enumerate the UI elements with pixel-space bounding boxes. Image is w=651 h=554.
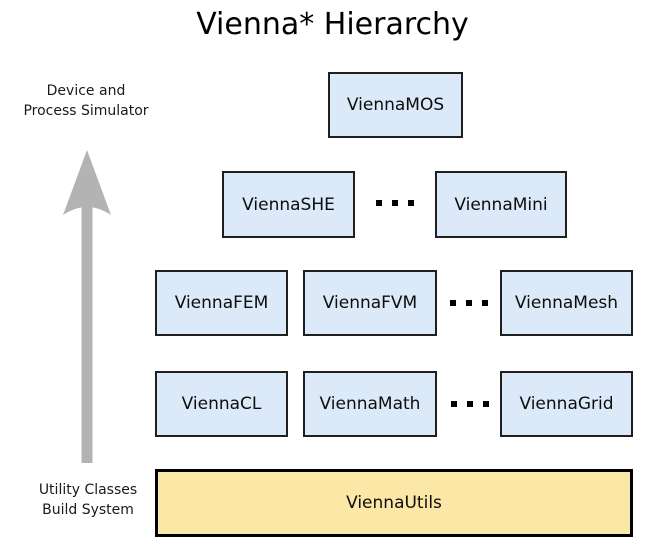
- module-box-viennashe: ViennaSHE: [222, 171, 355, 238]
- dot: [466, 300, 472, 306]
- device-process-simulator-label: Device and Process Simulator: [10, 81, 162, 121]
- module-box-viennamesh: ViennaMesh: [500, 270, 633, 336]
- ellipsis-dots: [450, 300, 488, 306]
- diagram-title: Vienna* Hierarchy: [196, 7, 469, 42]
- label-line: Process Simulator: [23, 103, 149, 119]
- module-box-viennamini: ViennaMini: [435, 171, 567, 238]
- label-line: Build System: [42, 502, 134, 518]
- ellipsis-dots: [376, 200, 414, 206]
- dot: [482, 300, 488, 306]
- utility-classes-build-system-label: Utility Classes Build System: [12, 480, 164, 520]
- module-box-viennafem: ViennaFEM: [155, 270, 288, 336]
- dot: [392, 200, 398, 206]
- label-line: Utility Classes: [38, 482, 138, 498]
- dot: [376, 200, 382, 206]
- module-box-viennautils: ViennaUtils: [155, 469, 633, 537]
- dot: [467, 401, 473, 407]
- module-box-viennacl: ViennaCL: [155, 371, 288, 437]
- up-arrow-icon: [63, 150, 111, 463]
- dot: [451, 401, 457, 407]
- dot: [483, 401, 489, 407]
- ellipsis-dots: [451, 401, 489, 407]
- dot: [450, 300, 456, 306]
- module-box-viennamos: ViennaMOS: [328, 72, 463, 138]
- dot: [408, 200, 414, 206]
- module-box-viennafvm: ViennaFVM: [303, 270, 437, 336]
- label-line: Device and: [46, 83, 126, 99]
- module-box-viennamath: ViennaMath: [303, 371, 437, 437]
- module-box-viennagrid: ViennaGrid: [500, 371, 633, 437]
